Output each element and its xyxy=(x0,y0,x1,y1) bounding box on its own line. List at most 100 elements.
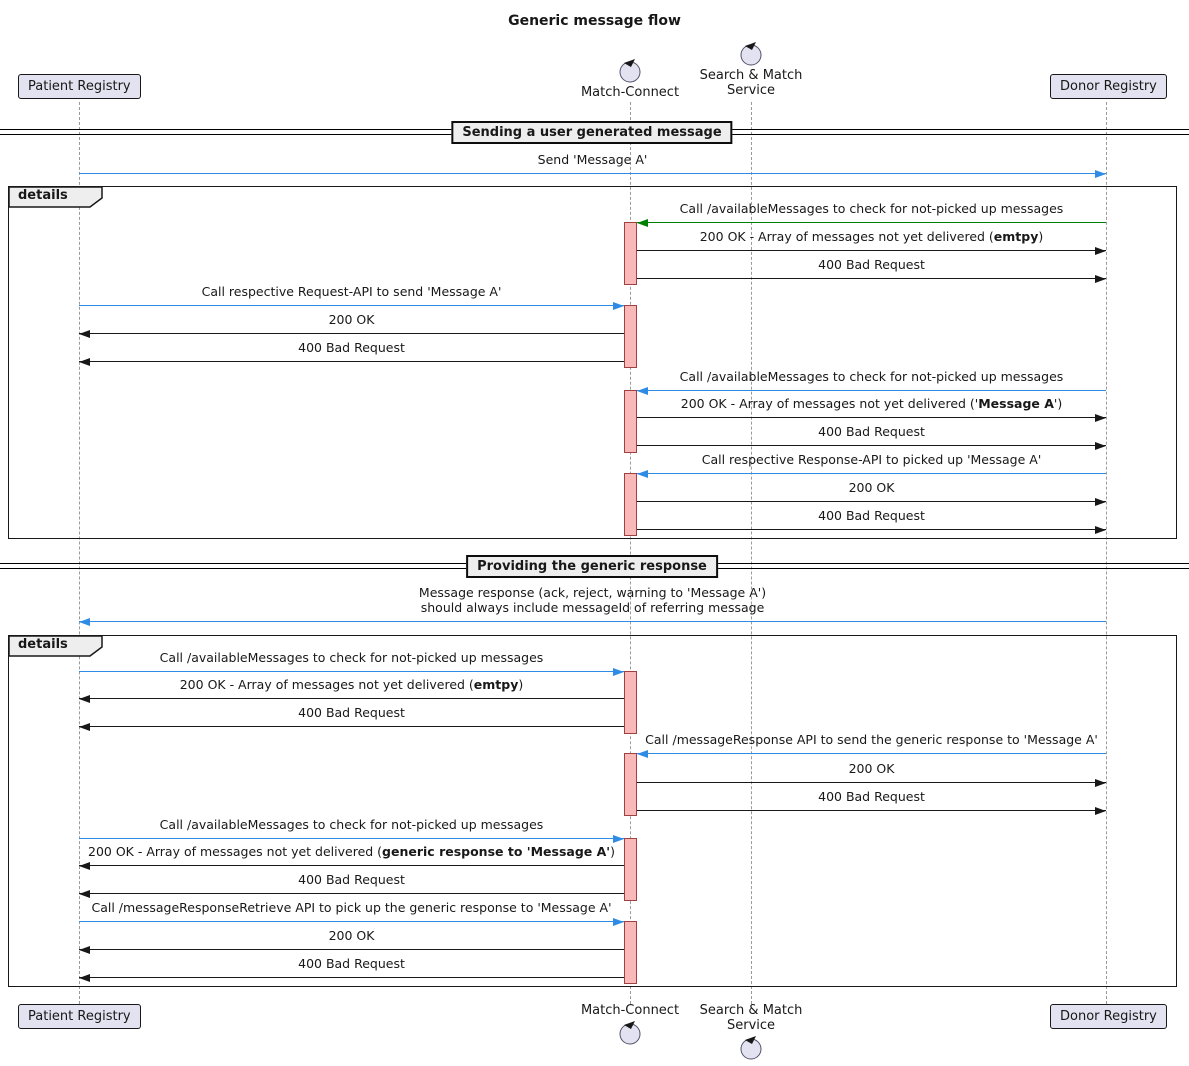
message-arrowhead xyxy=(637,749,648,758)
message-arrow-line xyxy=(79,333,624,334)
message-label-segment: 400 Bad Request xyxy=(818,789,925,804)
participant-patient-registry-bottom: Patient Registry xyxy=(18,1004,141,1029)
message-arrowhead xyxy=(1095,274,1106,283)
message-arrowhead xyxy=(1095,441,1106,450)
message-label-segment: Call /availableMessages to check for not… xyxy=(159,650,544,665)
participant-search-match-service-top: Search & Match Service xyxy=(699,68,803,98)
message-arrowhead xyxy=(613,917,624,926)
message-label: 200 OK xyxy=(849,480,895,495)
message-arrow-line xyxy=(79,361,624,362)
message-label-segment: ') xyxy=(1053,396,1063,411)
message-label-segment: Call /messageResponseRetrieve API to pic… xyxy=(91,900,612,915)
message-arrow-line xyxy=(79,977,624,978)
message-label-segment: Send 'Message A' xyxy=(537,152,648,167)
message-arrowhead xyxy=(1095,169,1106,178)
message-label-segment: Call respective Request-API to send 'Mes… xyxy=(201,284,502,299)
diagram-title: Generic message flow xyxy=(508,13,681,29)
message-label-segment: Call respective Response-API to picked u… xyxy=(701,452,1042,467)
message-label-segment: Message A xyxy=(978,396,1054,411)
message-arrowhead xyxy=(79,694,90,703)
frame-label-text: details xyxy=(18,637,68,652)
frame-label: details xyxy=(8,635,104,657)
message-label: 400 Bad Request xyxy=(298,705,405,720)
message-arrow-line xyxy=(637,222,1106,223)
message-label: Message response (ack, reject, warning t… xyxy=(419,585,766,615)
message-label: 400 Bad Request xyxy=(818,508,925,523)
message-label: Call /availableMessages to check for not… xyxy=(160,817,544,832)
message-label: Call respective Response-API to picked u… xyxy=(702,452,1042,467)
message-arrowhead xyxy=(1095,778,1106,787)
message-arrowhead xyxy=(79,889,90,898)
message-label: 200 OK - Array of messages not yet deliv… xyxy=(700,229,1044,244)
message-arrowhead xyxy=(79,722,90,731)
message-arrow-line xyxy=(637,250,1106,251)
message-arrow-line xyxy=(79,838,624,839)
message-arrowhead xyxy=(1095,525,1106,534)
message-label-segment: 200 OK - Array of messages not yet deliv… xyxy=(680,396,979,411)
message-label-segment: Call /messageResponse API to send the ge… xyxy=(645,732,1098,747)
message-label-segment: 400 Bad Request xyxy=(298,705,405,720)
message-label-segment: ) xyxy=(1038,229,1044,244)
lifeline-donor-registry xyxy=(1106,102,1107,1004)
frame-label: details xyxy=(8,186,104,208)
message-label: 400 Bad Request xyxy=(818,789,925,804)
message-label-segment: emtpy xyxy=(993,229,1039,244)
lifeline-search-match-service xyxy=(751,102,752,1004)
message-label: Call /availableMessages to check for not… xyxy=(680,201,1064,216)
message-label: 200 OK xyxy=(329,928,375,943)
message-label-segment: ) xyxy=(610,844,616,859)
message-label-segment: 400 Bad Request xyxy=(818,424,925,439)
message-label-segment: Message response (ack, reject, warning t… xyxy=(418,585,767,600)
message-arrowhead xyxy=(79,973,90,982)
activation-bar xyxy=(624,838,637,901)
frame-details-2 xyxy=(8,635,1177,987)
message-arrow-line xyxy=(79,893,624,894)
message-arrow-line xyxy=(79,726,624,727)
message-arrow-line xyxy=(79,698,624,699)
message-arrow-line xyxy=(79,621,1106,622)
message-label-segment: ) xyxy=(518,677,524,692)
participant-patient-registry-top: Patient Registry xyxy=(18,74,141,99)
message-arrow-line xyxy=(637,529,1106,530)
message-arrow-line xyxy=(637,782,1106,783)
message-label-segment: 400 Bad Request xyxy=(298,340,405,355)
message-label-segment: 200 OK xyxy=(848,761,895,776)
message-arrow-line xyxy=(637,753,1106,754)
message-label-segment: 400 Bad Request xyxy=(298,956,405,971)
participant-match-connect-top: Match-Connect xyxy=(580,85,680,100)
control-icon xyxy=(740,1036,762,1060)
message-arrowhead xyxy=(613,301,624,310)
participant-donor-registry-top: Donor Registry xyxy=(1050,74,1167,99)
message-label-segment: Call /availableMessages to check for not… xyxy=(159,817,544,832)
message-label-segment: 400 Bad Request xyxy=(818,257,925,272)
message-arrowhead xyxy=(79,617,90,626)
participant-match-connect-bottom: Match-Connect xyxy=(580,1003,680,1018)
message-label-segment: 400 Bad Request xyxy=(298,872,405,887)
message-label-segment: 200 OK xyxy=(848,480,895,495)
message-label: 200 OK - Array of messages not yet deliv… xyxy=(681,396,1063,411)
activation-bar xyxy=(624,473,637,536)
message-arrow-line xyxy=(79,305,624,306)
message-arrow-line xyxy=(79,173,1106,174)
message-arrowhead xyxy=(1095,497,1106,506)
message-label: Call respective Request-API to send 'Mes… xyxy=(202,284,502,299)
message-label-segment: 200 OK - Array of messages not yet deliv… xyxy=(699,229,994,244)
activation-bar xyxy=(624,305,637,368)
message-label: Call /availableMessages to check for not… xyxy=(160,650,544,665)
control-icon xyxy=(740,42,762,66)
message-label-segment: 200 OK xyxy=(328,312,375,327)
message-arrowhead xyxy=(613,667,624,676)
activation-bar xyxy=(624,390,637,453)
lifeline-match-connect xyxy=(630,102,631,1004)
message-arrow-line xyxy=(79,671,624,672)
message-arrowhead xyxy=(79,945,90,954)
divider-sending-message: Sending a user generated message xyxy=(451,121,733,144)
message-label-segment: 200 OK xyxy=(328,928,375,943)
message-arrow-line xyxy=(79,949,624,950)
message-label: 200 OK - Array of messages not yet deliv… xyxy=(88,844,615,859)
message-arrowhead xyxy=(637,469,648,478)
frame-label-shape xyxy=(8,186,103,208)
lifeline-patient-registry xyxy=(79,102,80,1004)
frame-details-1 xyxy=(8,186,1177,539)
